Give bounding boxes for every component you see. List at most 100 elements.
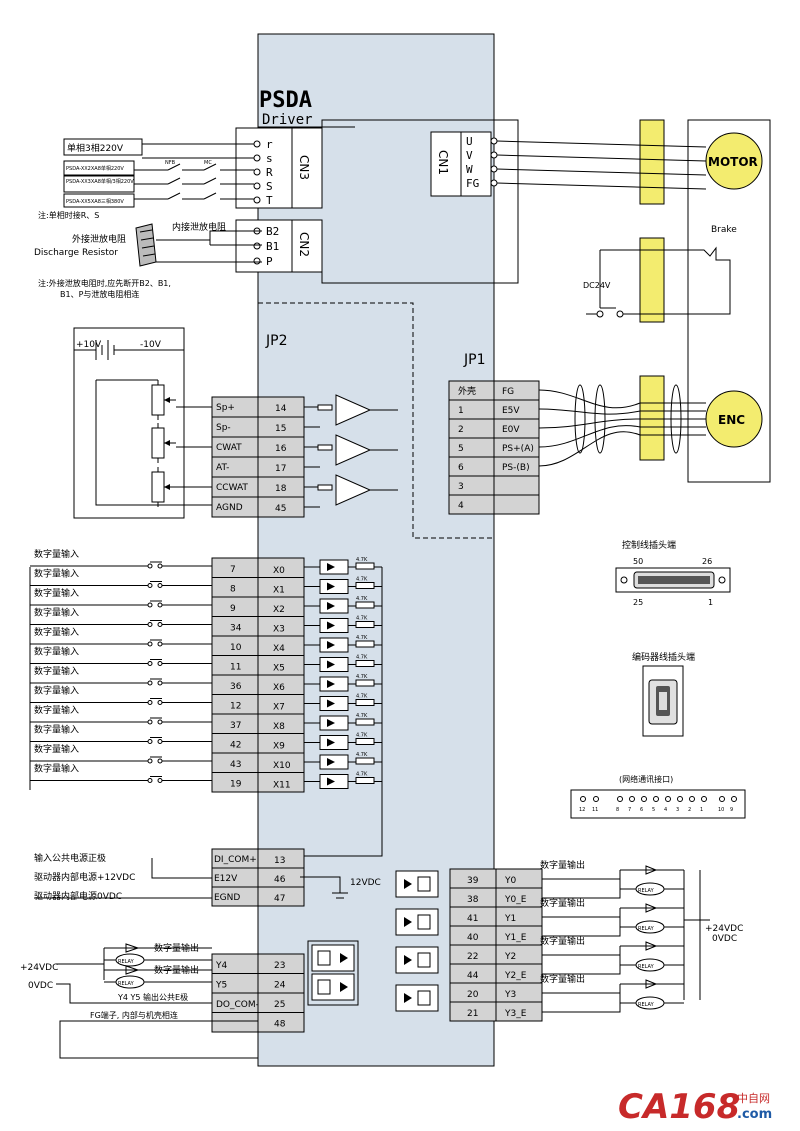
input-pin-36: 36 [230,682,242,692]
external-resistor-cn: 外接泄放电阻 [72,233,126,245]
cn3-pin-S: S [266,180,273,193]
cn2-terminal [253,242,261,250]
cn1-terminal [490,137,498,145]
cn3-pin-s: s [266,152,273,165]
jp1-signal: E5V [502,406,520,416]
output-optocoupler-icon [395,908,439,936]
v12-label: 12VDC [350,878,381,888]
jp2-pin-15: 15 [275,424,286,434]
input-signal-cell [257,772,305,793]
network-pin-label: 11 [592,807,598,813]
resistor-label: 4.7K [356,752,368,758]
potentiometer-icon [151,427,165,459]
resistor-icon [355,582,375,589]
cn3-terminal [253,196,261,204]
zero-v-right: 0VDC [712,934,737,944]
jp1-signal-cell [493,475,540,496]
nfb-switch [167,192,181,200]
jp1-pin: 外壳 [458,385,476,397]
resistor-icon [355,718,375,726]
cn1-connector [460,131,492,197]
input-signal-X6: X6 [273,683,285,693]
opamp-icon [335,434,372,466]
jp1-pin: 3 [458,482,464,492]
cn1-pin-U: U [466,135,473,148]
encoder-label: ENC [718,413,745,427]
nfb-switch [167,177,181,185]
driver-title: PSDA [259,88,312,113]
power-pin-13: 13 [274,856,285,866]
note-ext-res-1: 注:外接泄放电阻时,应先断开B2、B1, [38,278,171,288]
network-pin [719,796,725,802]
encoder-wires [538,384,706,467]
watermark-cn: 中自网 [737,1092,770,1105]
network-pin [701,796,707,802]
arrow-icon [164,397,170,403]
output-signal-cell [495,906,543,927]
resistor-label: 4.7K [356,577,368,583]
output-pin-44: 44 [467,971,479,981]
jp2-pin-17: 17 [275,464,286,474]
nfb-label: NFB [165,160,176,166]
jp1-signal: FG [502,387,514,397]
power-desc: 输入公共电源正极 [34,852,106,864]
output-signal-Y1: Y1 [504,914,516,924]
y45-common-label: Y4 Y5 输出公共E极 [117,992,188,1002]
resistor-label: 4.7K [356,596,368,602]
nfb-switch [167,163,181,171]
input-signal-X11: X11 [273,781,291,791]
transistor-icon [417,952,431,968]
motor-wire [496,140,707,148]
resistor-icon [355,699,375,706]
network-pin-label: 1 [700,807,703,813]
left-output-pin-48: 48 [274,1020,286,1030]
cn2-pin-B1: B1 [266,240,279,253]
input-signal-X8: X8 [273,722,285,732]
watermark-main: CA168 [618,1087,740,1127]
power-name-E12V: E12V [214,874,238,884]
input-pin-37: 37 [230,721,241,731]
cn1-pin-W: W [466,163,473,176]
relay-label: RELAY [638,964,655,970]
transistor-icon [317,979,331,995]
jp1-pin: 2 [458,425,464,435]
resistor-icon [355,640,375,648]
network-pin-label: 10 [718,807,724,813]
cn1-label: CN1 [436,150,450,175]
output-signal-Y1_E: Y1_E [504,933,527,943]
note-ext-res-2: B1、P与泄放电阻相连 [60,289,139,299]
resistor-label: 4.7K [356,635,368,641]
jp1-signal-cell [493,380,540,401]
cn1-label-box [430,131,462,197]
jp2-pin-14: 14 [275,404,287,414]
output-optocoupler-icon [395,946,439,974]
shield-icon [594,384,606,454]
network-pin [689,796,695,802]
jp2-signal-AT-: AT- [216,463,229,473]
power-wires [34,858,212,899]
network-connector-icon [570,789,746,819]
network-pin [641,796,647,802]
cn3-pin-T: T [266,194,273,207]
mc-switch [203,192,217,200]
analog-source-frame [73,327,185,519]
cn3-pin-R: R [266,166,273,179]
resistor-icon [355,621,375,628]
network-pin-label: 9 [730,807,733,813]
network-pin [629,796,635,802]
external-resistor-en: Discharge Resistor [34,248,118,258]
left-output-name: Y5 [215,981,227,991]
mc-switch [203,177,217,185]
relay-label: RELAY [118,981,135,987]
watermark-url: .com [737,1107,772,1122]
input-pin-42: 42 [230,741,241,751]
jp1-pin: 6 [458,463,464,473]
input-pin-9: 9 [230,604,236,614]
input-common-wire [29,567,383,857]
input-pin-11: 11 [230,663,241,673]
resistor-icon [355,679,375,687]
jp2-signal-Sp-: Sp- [216,423,231,433]
digital-input-label: 数字量输入 [34,646,79,658]
